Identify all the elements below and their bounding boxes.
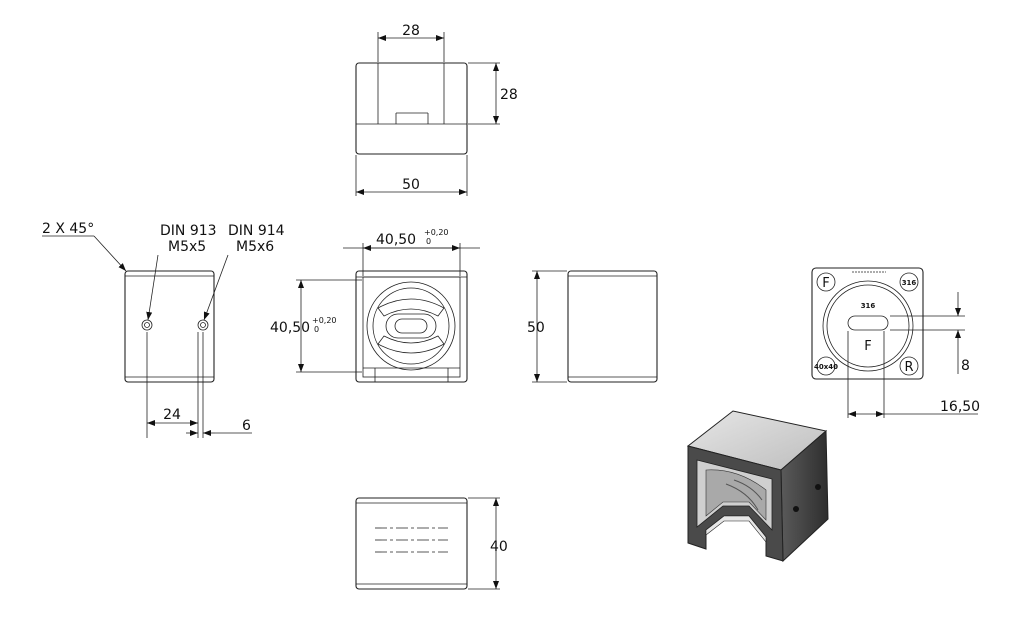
top-width-dim: 28	[402, 23, 420, 39]
bottom-view: 40	[355, 497, 508, 590]
back-mark-f-center: F	[864, 339, 871, 354]
front-width-tol-lower: 0	[426, 237, 431, 246]
front-height-tol-lower: 0	[314, 325, 319, 334]
front-height-tol-upper: +0,20	[312, 316, 337, 325]
isometric-view	[686, 410, 829, 563]
back-slot-dim: 8	[961, 358, 970, 374]
bottom-height-dim: 40	[490, 539, 508, 555]
back-material-center: 316	[861, 302, 876, 310]
front-height-dim: 40,50	[270, 320, 310, 336]
top-overall-dim: 50	[402, 177, 420, 193]
back-view: F 316 40x40 R 316 F 8 16,50	[811, 267, 980, 418]
front-width-tol-upper: +0,20	[424, 228, 449, 237]
back-mark-f-corner: F	[822, 276, 829, 291]
hole2-standard: DIN 914	[228, 223, 285, 239]
top-height-dim: 28	[500, 87, 518, 103]
back-offset-dim: 16,50	[940, 399, 980, 415]
hole2-size: M5x6	[236, 239, 274, 255]
hole-edge-dim: 6	[242, 418, 251, 434]
side-height-dim: 50	[527, 320, 545, 336]
front-width-dim: 40,50	[376, 232, 416, 248]
back-size-code: 40x40	[814, 363, 838, 371]
hole1-size: M5x5	[168, 239, 206, 255]
back-material-corner: 316	[902, 279, 917, 287]
top-view: 28 28 50	[355, 23, 518, 196]
hole-spacing-dim: 24	[163, 407, 181, 423]
hole1-standard: DIN 913	[160, 223, 217, 239]
left-view: 2 X 45° DIN 913 M5x5 DIN 914 M5x6 24 6	[42, 221, 285, 438]
back-mark-r: R	[904, 360, 913, 375]
side-view: 50	[527, 270, 658, 383]
front-view: 40,50 +0,20 0 40,50 +0,20 0	[270, 228, 480, 383]
chamfer-label: 2 X 45°	[42, 221, 94, 237]
